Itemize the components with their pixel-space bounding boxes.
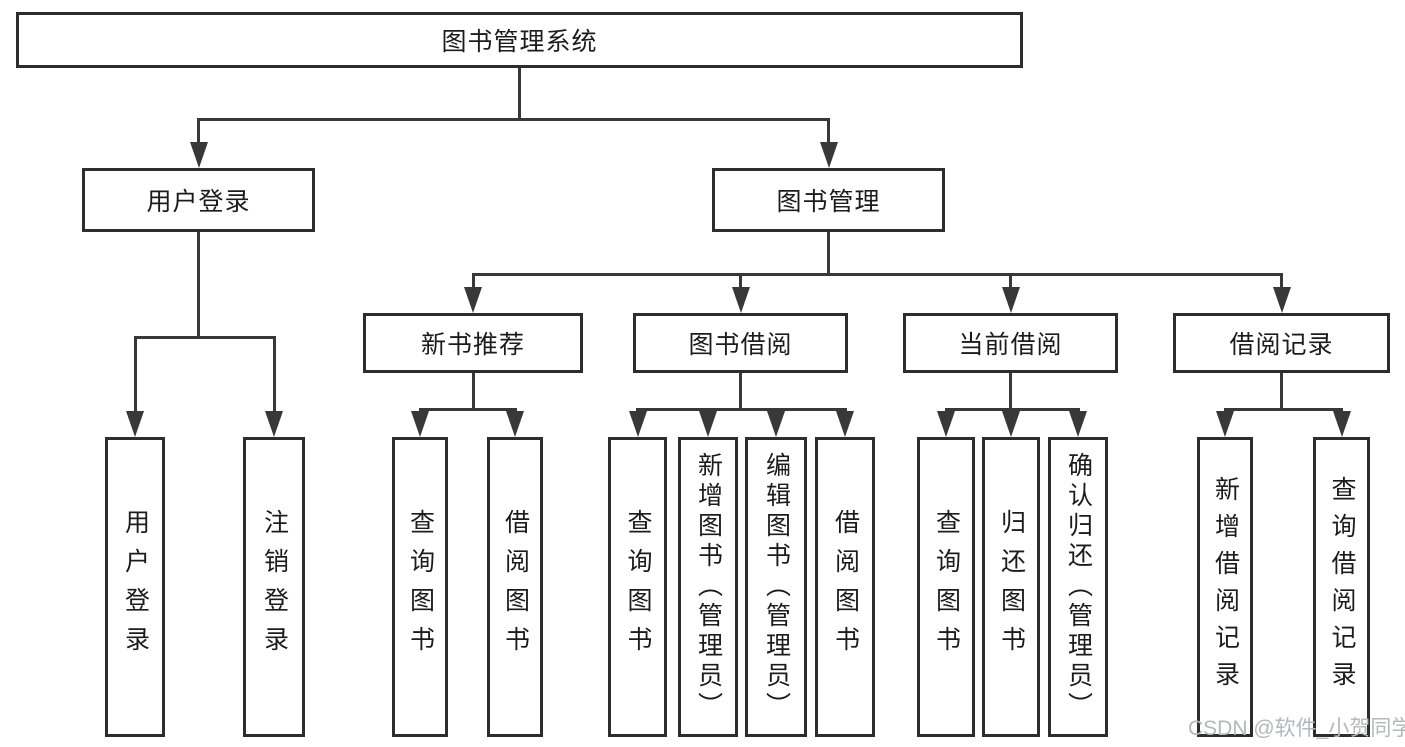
- connector-stem-current: [1009, 373, 1012, 411]
- node-root: 图书管理系统: [16, 12, 1023, 68]
- arrowhead-icon: [506, 411, 524, 437]
- connector-drop-v-rec-query: [418, 408, 422, 413]
- connector-drop-v-bor-add: [706, 408, 710, 413]
- node-v-cur-query: 查询图书: [917, 437, 975, 737]
- connector-drop-borrow: [739, 273, 742, 289]
- connector-stem-root: [518, 68, 521, 121]
- connector-drop-v-bor-borrow: [843, 408, 847, 413]
- arrowhead-icon: [1002, 411, 1020, 437]
- arrowhead-icon: [819, 142, 838, 168]
- node-current: 当前借阅: [903, 313, 1118, 373]
- arrowhead-icon: [628, 411, 647, 437]
- arrowhead-icon: [767, 411, 785, 437]
- connector-bar-root: [197, 118, 830, 121]
- arrowhead-icon: [836, 411, 854, 437]
- connector-bar-rec: [418, 408, 517, 411]
- node-v-recd-add: 新增借阅记录: [1197, 437, 1253, 737]
- connector-drop-v-cur-return: [1009, 408, 1013, 413]
- arrowhead-icon: [411, 411, 429, 437]
- node-v-bor-borrow: 借阅图书: [815, 437, 875, 737]
- node-v-cur-confirm: 确认归还（管理员）: [1048, 437, 1108, 737]
- connector-drop-rec: [471, 273, 475, 289]
- connector-stem-mgmt: [827, 232, 830, 276]
- arrowhead-icon: [731, 287, 750, 313]
- node-v-rec-query: 查询图书: [392, 437, 448, 737]
- node-login: 用户登录: [82, 168, 315, 232]
- arrowhead-icon: [189, 142, 208, 168]
- node-v-cur-return: 归还图书: [982, 437, 1040, 737]
- node-v-rec-borrow: 借阅图书: [487, 437, 543, 737]
- connector-drop-v-bor-edit: [774, 408, 778, 413]
- connector-drop-records: [1280, 273, 1283, 289]
- node-rec: 新书推荐: [363, 313, 583, 373]
- connector-bar-borrow: [636, 408, 847, 411]
- connector-drop-v-bor-query: [636, 408, 639, 413]
- connector-drop-login: [197, 118, 200, 144]
- connector-stem-login: [197, 232, 200, 339]
- connector-bar-mgmt: [471, 273, 1283, 276]
- arrowhead-icon: [1216, 411, 1234, 437]
- connector-drop-v-recd-add: [1223, 408, 1227, 413]
- connector-bar-login: [133, 336, 276, 339]
- node-v-login: 用户登录: [105, 437, 165, 737]
- connector-drop-mgmt: [827, 118, 830, 144]
- connector-drop-v-login: [133, 336, 137, 413]
- connector-bar-records: [1223, 408, 1343, 411]
- node-v-bor-edit: 编辑图书（管理员）: [745, 437, 807, 737]
- node-v-recd-query: 查询借阅记录: [1313, 437, 1370, 737]
- connector-drop-v-rec-borrow: [513, 408, 517, 413]
- arrowhead-icon: [1272, 287, 1291, 313]
- arrowhead-icon: [699, 411, 717, 437]
- arrowhead-icon: [464, 287, 482, 313]
- connector-drop-v-recd-query: [1340, 408, 1343, 413]
- node-v-bor-add: 新增图书（管理员）: [678, 437, 738, 737]
- arrowhead-icon: [1069, 411, 1087, 437]
- connector-drop-current: [1009, 273, 1012, 289]
- arrowhead-icon: [1332, 411, 1351, 437]
- node-borrow: 图书借阅: [633, 313, 848, 373]
- connector-drop-v-cur-query: [944, 408, 948, 413]
- node-v-logout: 注销登录: [243, 437, 305, 737]
- node-v-bor-query: 查询图书: [608, 437, 667, 737]
- connector-stem-borrow: [739, 373, 742, 411]
- arrowhead-icon: [265, 411, 283, 437]
- connector-stem-rec: [471, 373, 475, 411]
- csdn-watermark: CSDN @软件_小贺同学: [1188, 717, 1405, 740]
- connector-stem-records: [1280, 373, 1283, 411]
- arrowhead-icon: [126, 411, 144, 437]
- connector-drop-v-cur-confirm: [1076, 408, 1080, 413]
- arrowhead-icon: [937, 411, 955, 437]
- arrowhead-icon: [1001, 287, 1020, 313]
- node-mgmt: 图书管理: [712, 168, 945, 232]
- connector-drop-v-logout: [272, 336, 276, 413]
- node-records: 借阅记录: [1173, 313, 1390, 373]
